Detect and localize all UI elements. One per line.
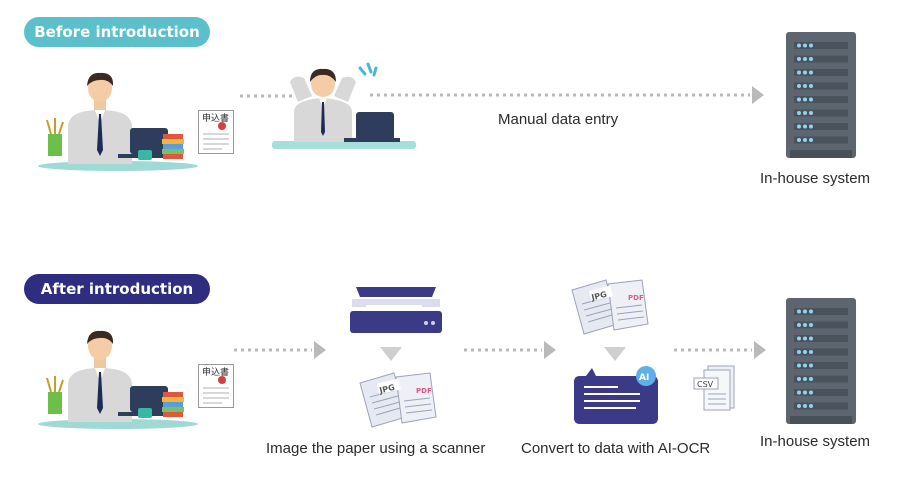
server-light bbox=[803, 57, 807, 61]
server-light bbox=[797, 97, 801, 102]
server-light bbox=[797, 57, 801, 61]
pdf-tag: PDF bbox=[416, 387, 432, 395]
server-slot bbox=[794, 136, 848, 144]
csv-tag: CSV bbox=[697, 380, 714, 389]
csv-file-icon: CSV bbox=[693, 365, 735, 411]
server-light bbox=[809, 377, 813, 381]
server-light bbox=[803, 43, 807, 48]
server-light bbox=[803, 404, 807, 408]
server-slot bbox=[794, 308, 848, 315]
application-form-title: 申込書 bbox=[202, 114, 230, 124]
server-icon bbox=[786, 32, 856, 158]
server-light bbox=[809, 70, 813, 75]
ai-tag: AI bbox=[639, 373, 649, 383]
server-light bbox=[809, 336, 813, 341]
application-form-icon bbox=[198, 110, 234, 154]
server-light bbox=[809, 97, 813, 102]
server-slot bbox=[794, 389, 848, 396]
server-light bbox=[803, 336, 807, 341]
server-light bbox=[803, 390, 807, 395]
server-light bbox=[803, 84, 807, 88]
pdf-tag: PDF bbox=[628, 294, 644, 302]
server-light bbox=[809, 43, 813, 48]
server-light bbox=[809, 390, 813, 395]
office-worker-icon bbox=[38, 72, 198, 171]
ai-ocr-icon: AI bbox=[574, 366, 658, 424]
server-light bbox=[797, 309, 801, 314]
jpg-tag: JPG bbox=[590, 290, 608, 303]
server-light bbox=[809, 323, 813, 327]
server-light bbox=[803, 350, 807, 354]
scanner-icon bbox=[350, 287, 442, 333]
server-slot bbox=[794, 109, 848, 117]
before-introduction-badge: Before introduction bbox=[24, 17, 210, 47]
arrow-down-icon bbox=[604, 347, 626, 361]
office-worker-icon bbox=[38, 330, 198, 429]
jpg-pdf-documents-icon: JPG PDF bbox=[571, 279, 649, 335]
server-light bbox=[797, 390, 801, 395]
server-slot bbox=[794, 123, 848, 130]
manual-data-entry-label: Manual data entry bbox=[498, 111, 619, 128]
server-light bbox=[809, 124, 813, 129]
in-house-system-label: In-house system bbox=[760, 433, 871, 450]
server-light bbox=[803, 124, 807, 129]
application-form-title: 申込書 bbox=[202, 368, 230, 378]
arrow-right-icon bbox=[240, 94, 298, 98]
stressed-worker-icon bbox=[272, 62, 416, 149]
server-light bbox=[803, 97, 807, 102]
server-slot bbox=[794, 69, 848, 76]
server-light bbox=[797, 363, 801, 368]
server-light bbox=[797, 323, 801, 327]
server-light bbox=[797, 404, 801, 408]
ai-ocr-step-label: Convert to data with AI-OCR bbox=[521, 440, 711, 457]
server-light bbox=[797, 138, 801, 142]
server-slot bbox=[794, 96, 848, 103]
server-slot bbox=[794, 348, 848, 356]
server-slot bbox=[794, 375, 848, 383]
server-light bbox=[803, 363, 807, 368]
server-light bbox=[809, 309, 813, 314]
arrow-right-icon bbox=[464, 341, 556, 359]
scanner-step-label: Image the paper using a scanner bbox=[266, 440, 486, 457]
application-form-icon bbox=[198, 364, 234, 408]
server-slot bbox=[794, 55, 848, 63]
server-light bbox=[809, 111, 813, 115]
arrow-right-icon bbox=[234, 341, 326, 359]
jpg-tag: JPG bbox=[378, 383, 396, 396]
in-house-system-label: In-house system bbox=[760, 170, 871, 187]
server-light bbox=[803, 111, 807, 115]
server-light bbox=[809, 350, 813, 354]
arrow-right-icon bbox=[370, 86, 764, 104]
server-slot bbox=[794, 362, 848, 369]
server-light bbox=[809, 363, 813, 368]
server-light bbox=[809, 57, 813, 61]
server-slot bbox=[794, 321, 848, 329]
server-light bbox=[797, 43, 801, 48]
server-light bbox=[809, 404, 813, 408]
server-light bbox=[803, 377, 807, 381]
server-light bbox=[809, 138, 813, 142]
server-slot bbox=[794, 402, 848, 410]
server-slot bbox=[794, 82, 848, 90]
server-light bbox=[803, 309, 807, 314]
server-light bbox=[809, 84, 813, 88]
server-light bbox=[797, 336, 801, 341]
server-light bbox=[803, 138, 807, 142]
server-icon bbox=[786, 298, 856, 424]
server-light bbox=[797, 84, 801, 88]
jpg-pdf-documents-icon: JPG PDF bbox=[359, 372, 437, 428]
arrow-down-icon bbox=[380, 347, 402, 361]
server-slot bbox=[794, 42, 848, 49]
arrow-right-icon bbox=[674, 341, 766, 359]
server-light bbox=[797, 70, 801, 75]
server-light bbox=[797, 350, 801, 354]
server-light bbox=[803, 70, 807, 75]
server-light bbox=[797, 124, 801, 129]
server-light bbox=[797, 111, 801, 115]
server-light bbox=[797, 377, 801, 381]
after-introduction-badge: After introduction bbox=[24, 274, 210, 304]
server-slot bbox=[794, 335, 848, 342]
server-light bbox=[803, 323, 807, 327]
